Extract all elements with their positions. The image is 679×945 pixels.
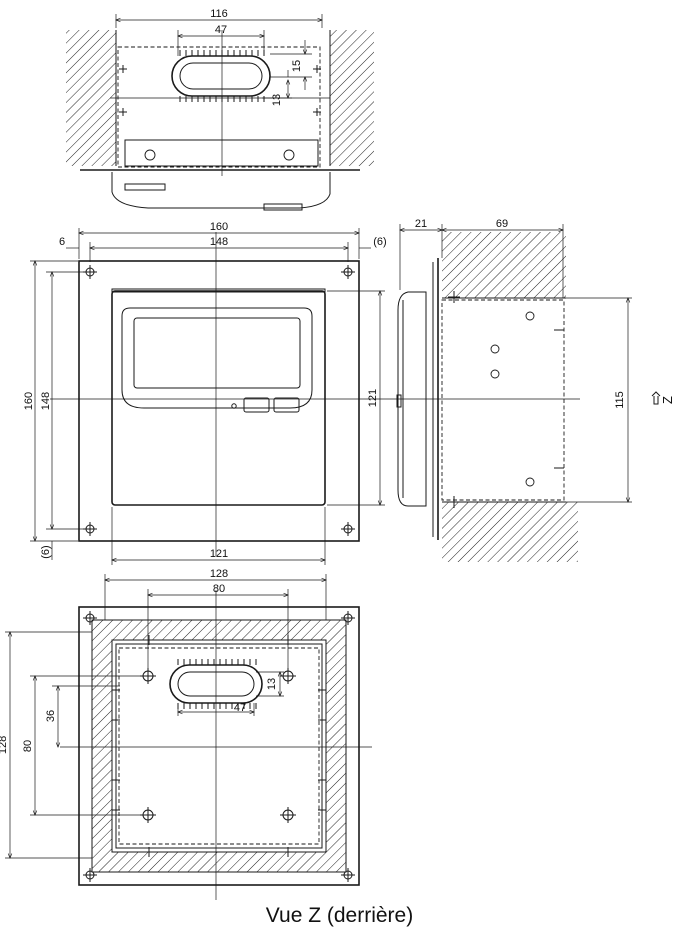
controller-body-top <box>111 172 331 209</box>
dim-front-plate-width: 160 <box>210 221 228 233</box>
mounting-plate <box>78 260 360 542</box>
dim-front-bottom-margin: (6) <box>40 545 52 558</box>
dim-back-height: 128 <box>0 736 9 754</box>
back-cable-slot <box>169 664 263 704</box>
dim-top-slot-width: 47 <box>215 24 227 36</box>
control-button-left <box>243 397 270 413</box>
dim-back-slot-offset: 36 <box>45 710 57 722</box>
screw-markers <box>83 265 355 536</box>
back-frame-hatch <box>92 620 346 872</box>
side-view: 21 69 115 Z <box>390 218 675 562</box>
cable-opening-slot <box>171 55 271 97</box>
wall-box-outline-side <box>441 299 565 501</box>
wall-hatch-bottom <box>442 502 578 562</box>
screw-icon <box>525 311 535 321</box>
dim-back-hole-pitch-vertical: 80 <box>22 740 34 752</box>
dim-back-hole-pitch: 80 <box>213 583 225 595</box>
dim-front-plate-height: 160 <box>23 392 35 410</box>
screw-icon <box>490 344 500 354</box>
view-caption: Vue Z (derrière) <box>265 904 414 927</box>
dim-front-hole-pitch-vertical: 148 <box>40 392 52 410</box>
wall-hatch-top <box>442 232 566 298</box>
screw-icon <box>144 149 156 161</box>
top-view: 116 47 15 13 <box>66 8 374 211</box>
front-view: 160 148 6 (6) 160 148 (6) 121 121 <box>23 221 390 565</box>
wall-hatch-left <box>66 30 116 166</box>
dim-back-slot-width: 47 <box>234 702 246 714</box>
dim-top-offset: 15 <box>291 60 303 72</box>
dim-top-slot-height: 13 <box>271 94 283 106</box>
dim-side-box-height: 115 <box>614 391 626 409</box>
display-screen <box>133 317 301 389</box>
indicator-led <box>231 403 237 409</box>
dim-side-depth-front: 21 <box>415 218 427 230</box>
view-direction-arrow-icon <box>651 391 661 405</box>
screw-icon <box>525 477 535 487</box>
back-plate <box>78 606 360 886</box>
dim-front-body-height: 121 <box>367 389 379 407</box>
view-marker-label: Z <box>660 396 675 404</box>
teeth-top <box>179 50 265 102</box>
screw-icon <box>490 369 500 379</box>
control-button-right <box>273 397 300 413</box>
dim-front-hole-pitch: 148 <box>210 236 228 248</box>
wall-box-outline <box>117 46 321 168</box>
screw-markers-back <box>83 611 355 882</box>
dim-back-width: 128 <box>210 568 228 580</box>
controller-body <box>111 290 326 506</box>
dim-side-depth-back: 69 <box>496 218 508 230</box>
dim-front-body-width: 121 <box>210 548 228 560</box>
dim-front-right-margin: (6) <box>373 236 386 248</box>
dim-back-slot-height: 13 <box>266 678 278 690</box>
dim-top-width: 116 <box>210 8 228 20</box>
display-frame <box>121 307 313 409</box>
back-view: 128 80 128 80 36 47 13 <box>0 568 372 900</box>
wall-hatch-right <box>330 30 374 166</box>
wall-box-outline-back <box>118 647 320 845</box>
dim-front-left-margin: 6 <box>59 236 65 248</box>
controller-profile <box>397 291 427 507</box>
screw-icon <box>283 149 295 161</box>
